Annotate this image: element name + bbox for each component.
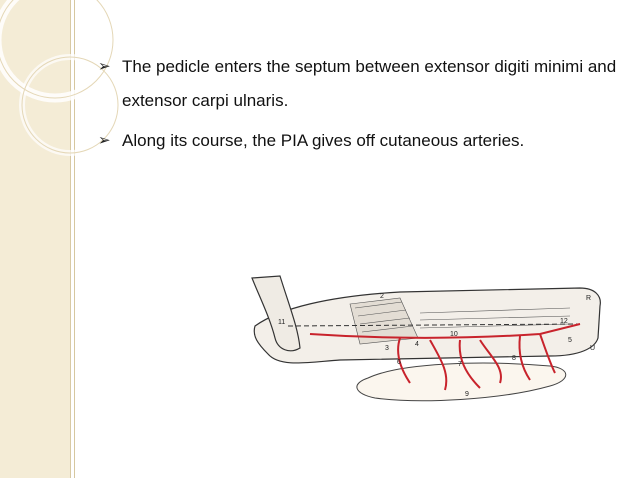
bullet-item: ➢ The pedicle enters the septum between …	[98, 50, 618, 118]
bullet-list: ➢ The pedicle enters the septum between …	[98, 50, 618, 158]
figure-label: 7	[458, 361, 462, 368]
bullet-item: ➢ Along its course, the PIA gives off cu…	[98, 124, 618, 158]
figure-label: 9	[465, 391, 469, 398]
bullet-arrow-icon: ➢	[98, 132, 111, 149]
forearm-anatomy-illustration-icon: 2 R 11 12 10 5 U 4 3 6 7 8 9	[251, 275, 601, 402]
figure-label: U	[590, 345, 595, 352]
figure-label: 6	[397, 359, 401, 366]
figure-label: 12	[560, 318, 568, 325]
figure-label: 2	[380, 293, 384, 300]
bullet-text: Along its course, the PIA gives off cuta…	[122, 131, 525, 150]
figure-label: 4	[415, 341, 419, 348]
decorative-circles-icon	[0, 0, 121, 156]
figure-label: R	[586, 295, 591, 302]
bullet-arrow-icon: ➢	[98, 58, 111, 75]
figure-label: 3	[385, 345, 389, 352]
decorative-divider	[74, 0, 75, 478]
bullet-text: The pedicle enters the septum between ex…	[122, 57, 617, 110]
figure-label: 5	[568, 337, 572, 344]
figure-label: 11	[278, 319, 285, 326]
figure-label: 10	[450, 331, 458, 338]
figure-label: 8	[512, 355, 516, 362]
